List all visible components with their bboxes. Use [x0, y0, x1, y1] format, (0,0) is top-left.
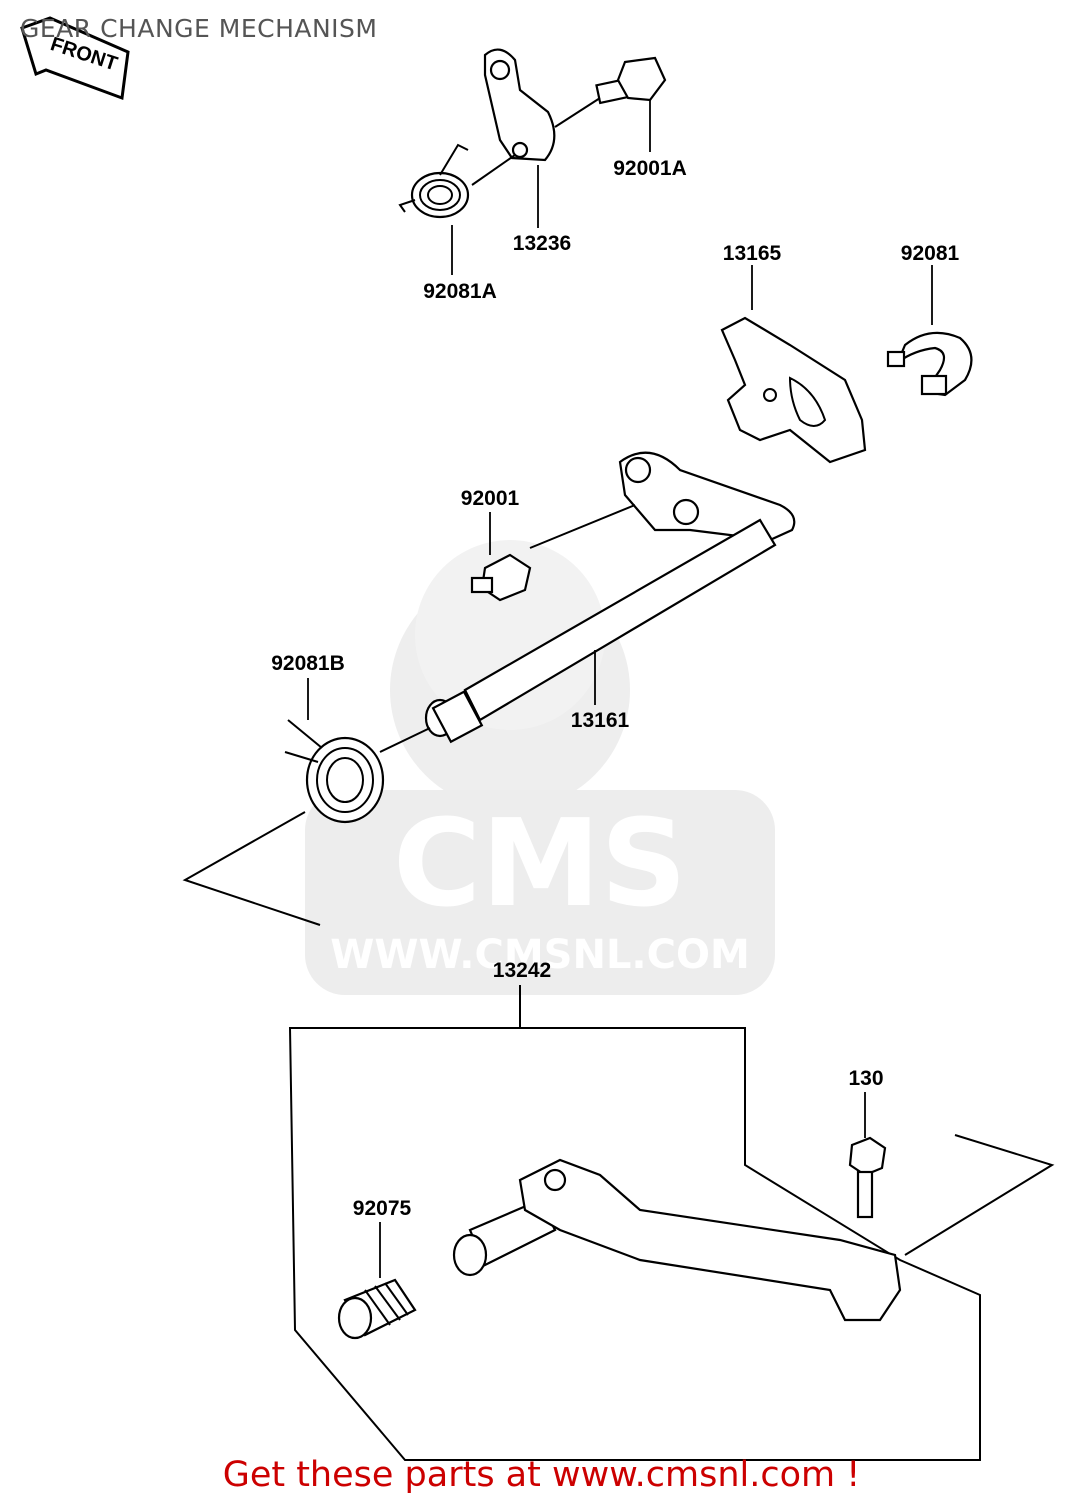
label-92075: 92075: [353, 1197, 412, 1220]
label-92001: 92001: [461, 487, 520, 510]
part-92081-clip: [886, 331, 973, 397]
part-92081B-spring: [284, 719, 431, 824]
part-92001A-bolt: [554, 56, 667, 128]
label-13161: 13161: [571, 709, 630, 732]
part-92001-nut: [470, 553, 532, 602]
label-13242: 13242: [493, 959, 551, 982]
label-92081B: 92081B: [271, 652, 345, 675]
part-13242-pedal: [452, 1158, 902, 1322]
label-92001A: 92001A: [613, 157, 687, 180]
group-bracket-13242: [288, 1027, 981, 1461]
front-arrow-tag: FRONT: [20, 16, 130, 101]
part-130-bolt: [848, 1136, 887, 1219]
label-13165: 13165: [723, 242, 782, 265]
watermark-url-text: WWW.CMSNL.COM: [330, 932, 750, 978]
label-13236: 13236: [513, 232, 571, 255]
part-13236-plate: [483, 48, 556, 162]
part-13161-shaft: [424, 451, 796, 744]
part-92081A-spring: [398, 143, 516, 219]
part-92075-rubber: [337, 1278, 417, 1340]
label-130: 130: [848, 1067, 883, 1090]
watermark-logo-text: CMS: [393, 795, 687, 934]
label-92081: 92081: [901, 242, 960, 265]
page-title: GEAR CHANGE MECHANISM: [20, 14, 378, 43]
label-92081A: 92081A: [423, 280, 497, 303]
footer-link-text[interactable]: Get these parts at www.cmsnl.com !: [222, 1455, 861, 1495]
reference-line-pedal: [904, 1134, 1055, 1256]
reference-line-shaft: [182, 811, 321, 926]
part-13165-plate: [720, 316, 867, 464]
